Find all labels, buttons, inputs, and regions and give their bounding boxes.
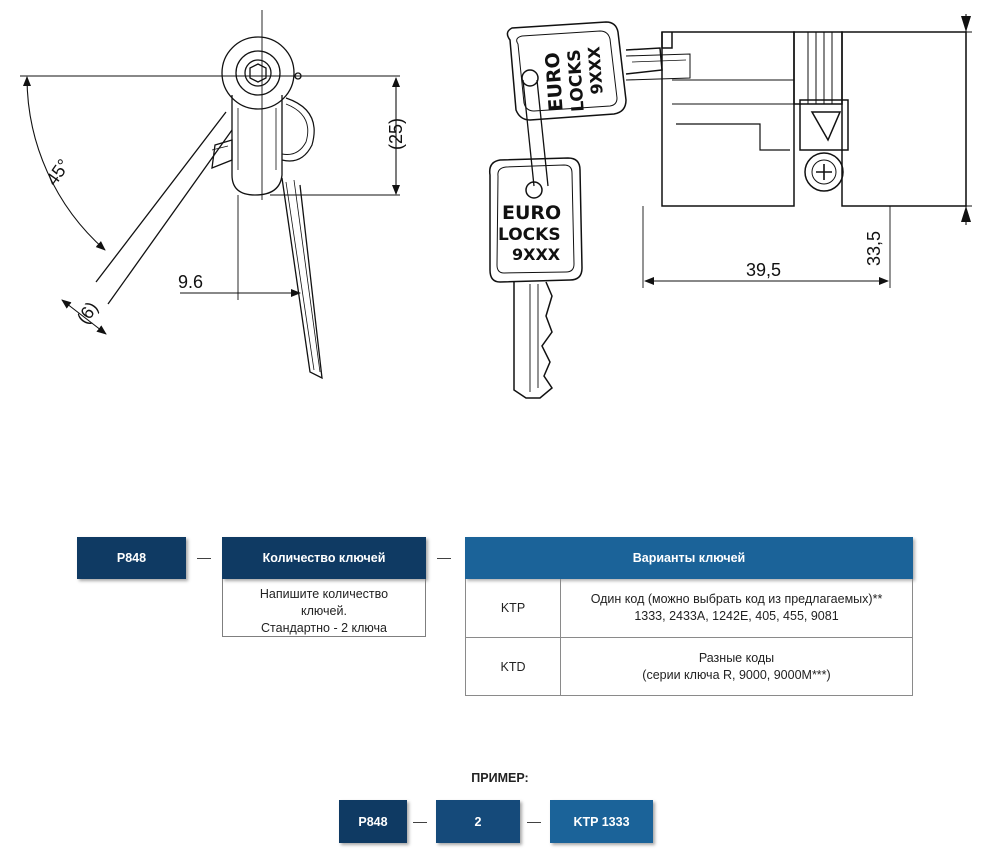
height-arrow-bottom [961, 206, 971, 222]
separator-1: — [197, 549, 211, 565]
example-label: ПРИМЕР: [471, 771, 529, 785]
quantity-desc-line: ключей. [301, 604, 347, 618]
example-variant: KTP 1333 [573, 814, 630, 829]
product-code: P848 [116, 551, 147, 565]
example-separator-2: — [527, 813, 541, 829]
variants-header: Варианты ключей [465, 537, 913, 579]
variant-code: KTD [466, 638, 561, 695]
length-dimension: 39,5 [746, 260, 781, 280]
height25-dimension: (25) [386, 118, 406, 150]
quantity-description: Напишите количество ключей. Стандартно -… [222, 579, 426, 637]
example-quantity-box: 2 [436, 800, 520, 843]
cylinder-body [661, 31, 967, 207]
example-variant-box: KTP 1333 [550, 800, 653, 843]
svg-text:9XXX: 9XXX [584, 45, 606, 95]
key-top-label: EURO LOCKS 9XXX [542, 45, 607, 113]
svg-text:EURO: EURO [502, 202, 561, 224]
quantity-desc-line: Стандартно - 2 ключа [261, 621, 387, 635]
quantity-header: Количество ключей [262, 551, 386, 565]
variant-text: Разные коды (серии ключа R, 9000, 9000M*… [642, 650, 831, 682]
height-dimension: 33,5 [864, 231, 884, 266]
key-top [506, 21, 691, 121]
example-product-box: P848 [339, 800, 407, 843]
example-product-code: P848 [358, 814, 388, 829]
angle-arc [22, 76, 106, 251]
svg-text:9XXX: 9XXX [512, 245, 561, 264]
quantity-header-box: Количество ключей [222, 537, 426, 579]
technical-drawing: 45° (6) 9.6 (25) EURO LOCKS 9XXX EURO LO… [20, 10, 972, 399]
quantity-desc-line: Напишите количество [259, 587, 389, 601]
svg-text:EURO: EURO [542, 51, 568, 112]
key-bottom [488, 157, 583, 399]
example-quantity: 2 [474, 814, 482, 829]
offset-dim-line [61, 299, 107, 335]
height-arrow-top [961, 16, 971, 32]
svg-text:LOCKS: LOCKS [564, 49, 588, 113]
product-code-box: P848 [77, 537, 186, 579]
key-variants-table: Варианты ключей KTP Один код (можно выбр… [465, 537, 913, 696]
offset-dimension: (6) [73, 298, 102, 327]
separator-2: — [437, 549, 451, 565]
variant-text: Один код (можно выбрать код из предлагае… [590, 592, 883, 623]
side-view-handle-lock [20, 10, 400, 380]
key-ring [522, 79, 549, 187]
variant-row: KTP Один код (можно выбрать код из предл… [465, 579, 913, 638]
key-bottom-label: EURO LOCKS 9XXX [498, 202, 561, 264]
svg-text:LOCKS: LOCKS [498, 225, 561, 245]
width-dimension: 9.6 [178, 272, 203, 292]
example-separator-1: — [413, 813, 427, 829]
variant-code: KTP [466, 579, 561, 637]
variant-row: KTD Разные коды (серии ключа R, 9000, 90… [465, 638, 913, 696]
angle-dimension: 45° [42, 155, 74, 189]
